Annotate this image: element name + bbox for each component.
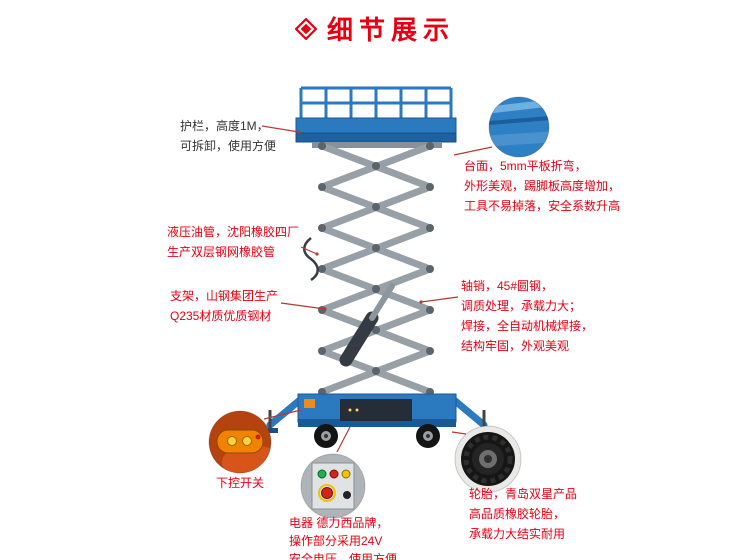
- callout-lower-control: 下控开关: [216, 473, 264, 493]
- callout-lines: [261, 125, 493, 453]
- callout-axle-weld: 轴销，45#圆钢， 调质处理，承载力大； 焊接，全自动机械焊接， 结构牢固，外观…: [461, 276, 593, 356]
- photo-tire: [454, 425, 522, 493]
- callout-text-line: 下控开关: [216, 476, 265, 490]
- callout-text-line: 焊接，全自动机械焊接，: [461, 319, 594, 333]
- callout-text-line: 生产双层钢网橡胶管: [167, 245, 276, 259]
- photo-remote-control: [208, 410, 272, 474]
- callout-tire: 轮胎，青岛双星产品 高品质橡胶轮胎， 承载力大结实耐用: [469, 484, 577, 544]
- callout-line-dots: [297, 130, 423, 311]
- platform-underframe: [312, 142, 442, 148]
- platform-toeboard: [295, 132, 457, 143]
- callout-text-line: Q235材质优质钢材: [170, 309, 272, 323]
- page-title: 细节展示: [326, 15, 455, 45]
- callout-hydraulic-hose: 液压油管，沈阳橡胶四厂 生产双层钢网橡胶管: [167, 222, 299, 262]
- callout-text-line: 高品质橡胶轮胎，: [469, 507, 566, 521]
- callout-text-line: 支架，山钢集团生产: [170, 289, 279, 303]
- callout-platform: 台面，5mm平板折弯， 外形美观，踢脚板高度增加， 工具不易掉落，安全系数升高: [464, 156, 620, 216]
- lift-base: [262, 393, 492, 448]
- callout-text-line: 工具不易掉落，安全系数升高: [464, 199, 621, 213]
- callout-text-line: 安全电压，使用方便: [289, 552, 398, 560]
- callout-text-line: 调质处理，承载力大；: [461, 299, 582, 313]
- callout-text-line: 台面，5mm平板折弯，: [464, 159, 587, 173]
- callout-guardrail: 护栏，高度1M， 可拆卸，使用方便: [180, 116, 276, 156]
- platform-guardrail: [299, 86, 453, 120]
- callout-text-line: 承载力大结实耐用: [469, 527, 566, 541]
- hydraulic-hose-detail: [303, 237, 319, 282]
- callout-text-line: 液压油管，沈阳橡胶四厂: [167, 225, 300, 239]
- callout-text-line: 护栏，高度1M，: [180, 119, 269, 133]
- callout-electric: 电器 德力西品牌， 操作部分采用24V 安全电压，使用方便: [289, 514, 397, 560]
- photo-control-panel: [300, 453, 366, 519]
- motor-box: [340, 399, 412, 421]
- hydraulic-cylinder: [339, 283, 395, 367]
- platform-deck: [295, 117, 457, 134]
- wheels: [314, 424, 440, 448]
- section-header: 细节展示: [0, 10, 750, 47]
- photo-platform-detail: [488, 96, 550, 158]
- callout-frame: 支架，山钢集团生产 Q235材质优质钢材: [170, 286, 278, 326]
- callout-text-line: 轮胎，青岛双星产品: [469, 487, 578, 501]
- callout-text-line: 操作部分采用24V: [289, 534, 383, 548]
- callout-text-line: 可拆卸，使用方便: [180, 139, 277, 153]
- scissor-arms: [318, 142, 434, 396]
- outrigger-left: [266, 396, 304, 429]
- diamond-icon: [294, 17, 317, 40]
- callout-text-line: 外形美观，踢脚板高度增加，: [464, 179, 621, 193]
- lift-platform: [295, 86, 457, 148]
- outrigger-right: [450, 396, 488, 429]
- callout-text-line: 结构牢固，外观美观: [461, 339, 570, 353]
- outrigger-foot-left: [262, 428, 278, 433]
- callout-text-line: 轴销，45#圆钢，: [461, 279, 554, 293]
- callout-text-line: 电器 德力西品牌，: [289, 516, 389, 530]
